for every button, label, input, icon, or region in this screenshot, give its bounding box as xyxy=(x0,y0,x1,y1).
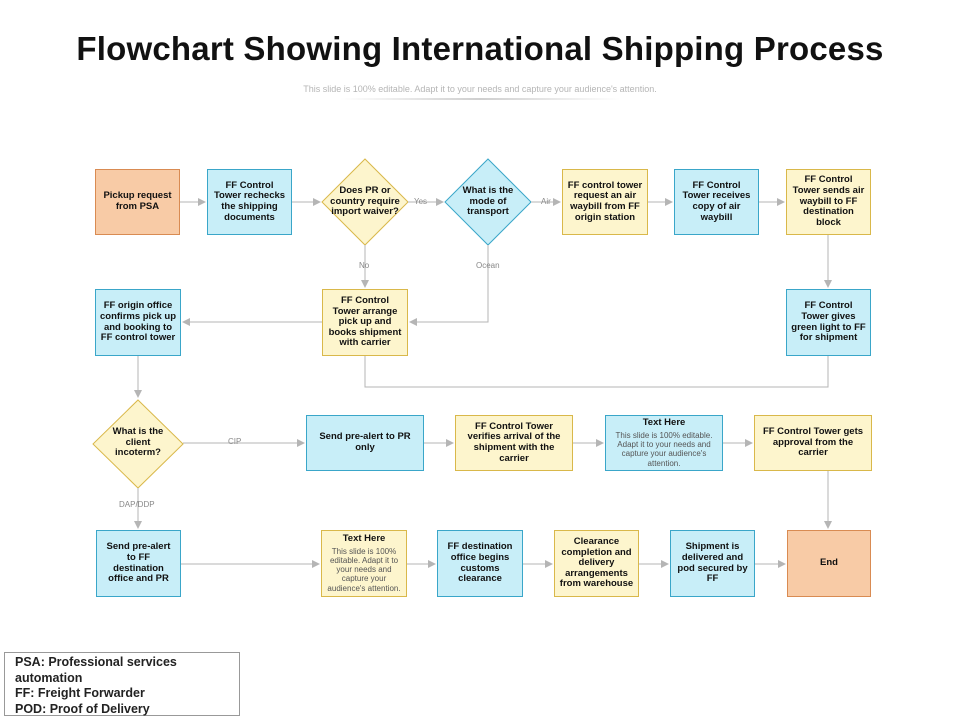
node-origin-confirms-label: FF origin office confirms pick up and bo… xyxy=(100,300,177,344)
subtitle-divider xyxy=(340,98,620,100)
node-text-here-1: Text Here This slide is 100% editable. A… xyxy=(605,415,723,471)
node-pickup-request-label: Pickup request from PSA xyxy=(103,190,172,212)
legend-item-ff: FF: Freight Forwarder xyxy=(15,686,145,700)
node-arrange-pickup: FF Control Tower arrange pick up and boo… xyxy=(322,289,408,356)
edge-label-yes: Yes xyxy=(414,197,428,206)
node-import-waiver-question: Does PR or country require import waiver… xyxy=(330,185,400,218)
node-green-light: FF Control Tower gives green light to FF… xyxy=(786,289,871,356)
node-clearance-completion: Clearance completion and delivery arrang… xyxy=(554,530,639,597)
node-carrier-approval-label: FF Control Tower gets approval from the … xyxy=(762,426,864,459)
legend-item-pod: POD: Proof of Delivery xyxy=(15,701,150,716)
edge-mode-arrange xyxy=(409,245,489,326)
abbreviation-legend: PSA: Professional services automation FF… xyxy=(4,652,240,716)
node-pre-alert-ff: Send pre-alert to FF destination office … xyxy=(96,530,181,597)
node-shipment-delivered-label: Shipment is delivered and pod secured by… xyxy=(677,541,748,585)
node-incoterm-question: What is the client incoterm? xyxy=(112,426,164,459)
node-text-here-1-body: This slide is 100% editable. Adapt it to… xyxy=(615,430,713,468)
node-customs-clearance: FF destination office begins customs cle… xyxy=(437,530,523,597)
node-recheck-documents-label: FF Control Tower rechecks the shipping d… xyxy=(213,179,286,223)
node-verify-arrival-label: FF Control Tower verifies arrival of the… xyxy=(467,420,561,464)
node-end-label: End xyxy=(820,557,838,569)
edge-label-dap-ddp: DAP/DDP xyxy=(119,500,155,509)
legend-item-psa: PSA: Professional services automation xyxy=(15,655,177,685)
node-green-light-label: FF Control Tower gives green light to FF… xyxy=(791,300,866,344)
page-title: Flowchart Showing International Shipping… xyxy=(76,30,884,67)
node-recheck-documents: FF Control Tower rechecks the shipping d… xyxy=(207,169,292,235)
node-request-air-waybill: FF control tower request an air waybill … xyxy=(562,169,648,235)
node-arrange-pickup-label: FF Control Tower arrange pick up and boo… xyxy=(328,294,402,349)
edge-label-cip: CIP xyxy=(228,437,242,446)
node-pre-alert-pr: Send pre-alert to PR only xyxy=(306,415,424,471)
node-origin-confirms: FF origin office confirms pick up and bo… xyxy=(95,289,181,356)
node-send-air-waybill-label: FF Control Tower sends air waybill to FF… xyxy=(792,174,865,228)
edge-greenlight-arrange xyxy=(364,356,829,388)
node-carrier-approval: FF Control Tower gets approval from the … xyxy=(754,415,872,471)
node-verify-arrival: FF Control Tower verifies arrival of the… xyxy=(455,415,573,471)
node-request-air-waybill-label: FF control tower request an air waybill … xyxy=(567,179,643,223)
node-pickup-request: Pickup request from PSA xyxy=(95,169,180,235)
node-clearance-completion-label: Clearance completion and delivery arrang… xyxy=(559,535,634,590)
node-text-here-2-heading: Text Here xyxy=(342,533,386,545)
node-send-air-waybill: FF Control Tower sends air waybill to FF… xyxy=(786,169,871,235)
node-pre-alert-ff-label: Send pre-alert to FF destination office … xyxy=(106,541,171,585)
edge-label-air: Air xyxy=(541,197,551,206)
node-transport-mode-question: What is the mode of transport xyxy=(462,185,514,218)
node-pre-alert-pr-label: Send pre-alert to PR only xyxy=(319,431,411,453)
node-shipment-delivered: Shipment is delivered and pod secured by… xyxy=(670,530,755,597)
node-text-here-2: Text Here This slide is 100% editable. A… xyxy=(321,530,407,597)
node-text-here-2-body: This slide is 100% editable. Adapt it to… xyxy=(327,546,401,593)
node-customs-clearance-label: FF destination office begins customs cle… xyxy=(447,541,513,585)
page-subtitle: This slide is 100% editable. Adapt it to… xyxy=(303,84,657,94)
node-text-here-1-heading: Text Here xyxy=(642,417,686,429)
edge-label-no: No xyxy=(359,261,370,270)
node-receive-air-waybill: FF Control Tower receives copy of air wa… xyxy=(674,169,759,235)
node-end: End xyxy=(787,530,871,597)
node-receive-air-waybill-label: FF Control Tower receives copy of air wa… xyxy=(682,179,751,223)
edge-label-ocean: Ocean xyxy=(476,261,500,270)
